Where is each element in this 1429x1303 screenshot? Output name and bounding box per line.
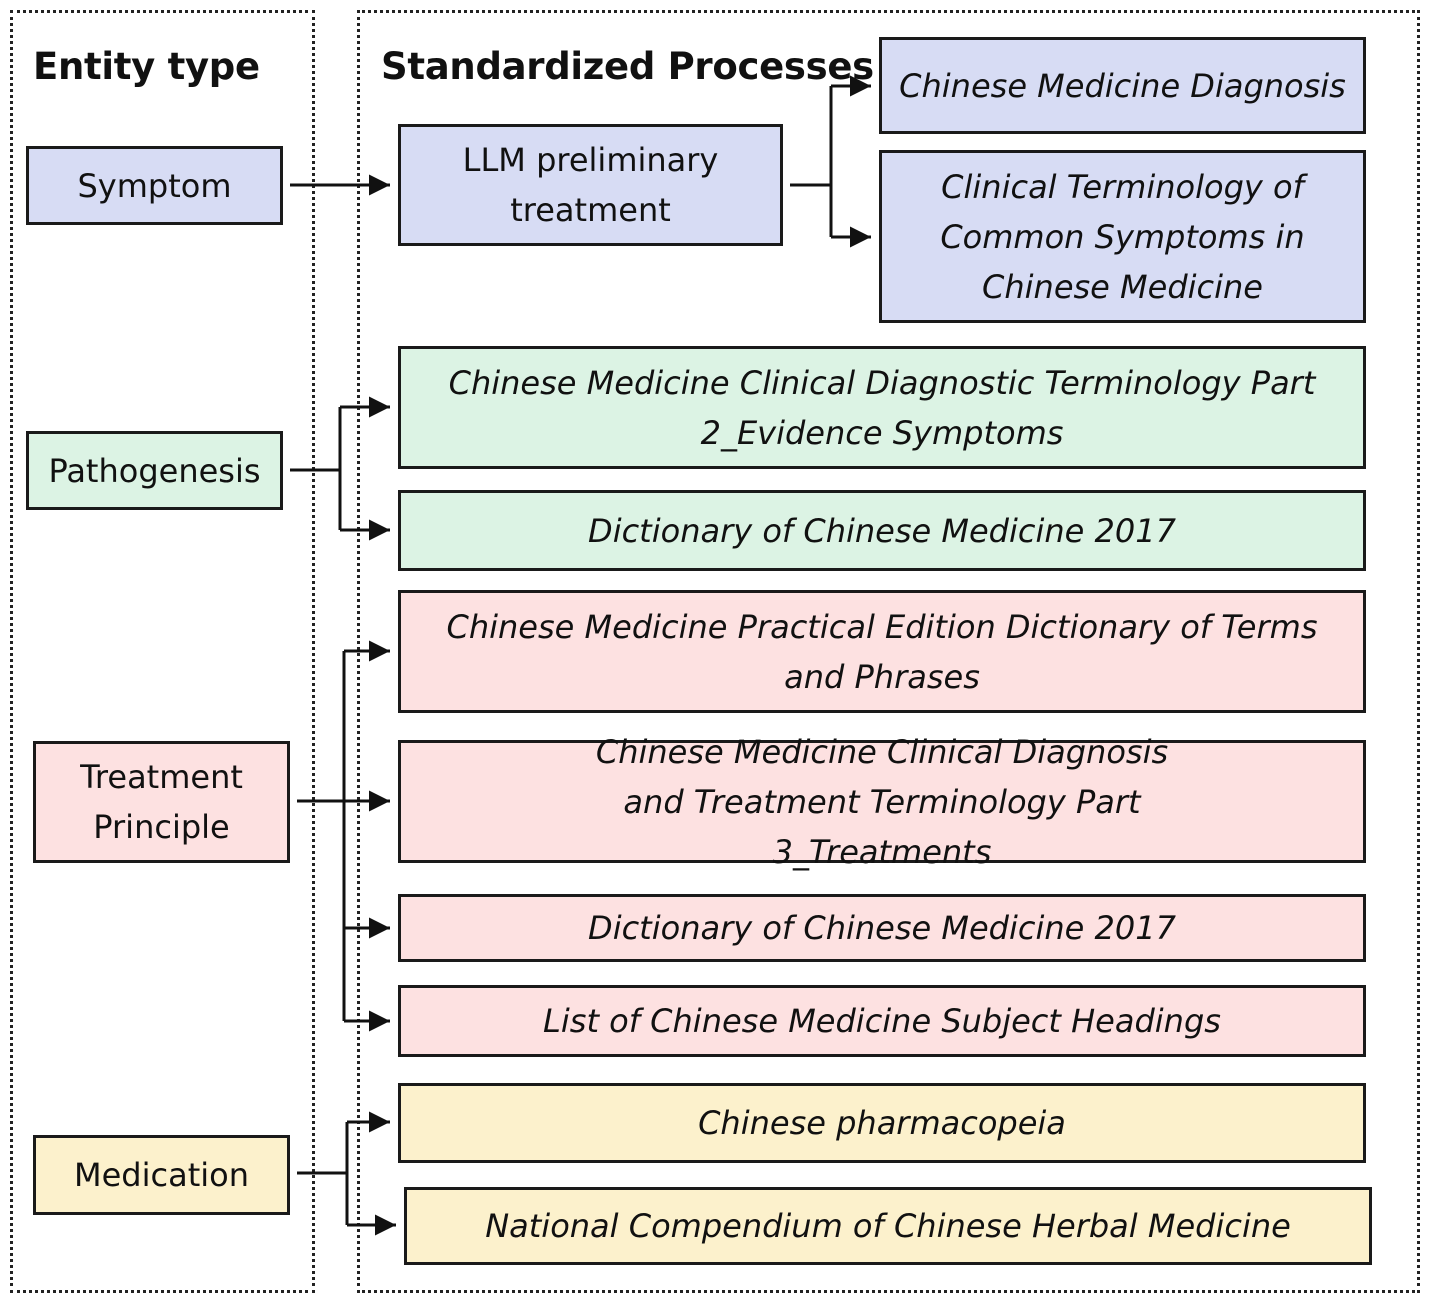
- process-diagnostic-terminology-part2: Chinese Medicine Clinical Diagnostic Ter…: [398, 346, 1366, 469]
- process-practical-edition-dictionary: Chinese Medicine Practical Edition Dicti…: [398, 590, 1366, 713]
- entity-type-heading: Entity type: [33, 45, 260, 88]
- branch-pathogenesis: [290, 407, 342, 530]
- entity-treatment-principle: Treatment Principle: [33, 741, 290, 863]
- process-clinical-terminology-common-symptoms: Clinical Terminology of Common Symptoms …: [879, 150, 1366, 323]
- branch-treatment: [297, 651, 346, 1021]
- process-treatment-terminology-part3: Chinese Medicine Clinical Diagnosis and …: [398, 733, 1366, 871]
- entity-medication: Medication: [33, 1135, 290, 1215]
- process-llm-preliminary-treatment: LLM preliminary treatment: [398, 124, 783, 246]
- process-dictionary-2017-treatment: Dictionary of Chinese Medicine 2017: [398, 894, 1366, 962]
- process-dictionary-2017-pathogenesis: Dictionary of Chinese Medicine 2017: [398, 490, 1366, 571]
- entity-pathogenesis: Pathogenesis: [26, 431, 283, 510]
- entity-symptom: Symptom: [26, 146, 283, 225]
- process-national-compendium-herbal-medicine: National Compendium of Chinese Herbal Me…: [404, 1187, 1372, 1265]
- standardized-processes-heading: Standardized Processes: [381, 45, 874, 88]
- branch-llm: [790, 86, 833, 237]
- process-chinese-medicine-diagnosis: Chinese Medicine Diagnosis: [879, 37, 1366, 134]
- entity-type-panel: [10, 10, 315, 1293]
- process-subject-headings: List of Chinese Medicine Subject Heading…: [398, 985, 1366, 1057]
- process-chinese-pharmacopeia: Chinese pharmacopeia: [398, 1083, 1366, 1163]
- branch-medication: [297, 1122, 349, 1225]
